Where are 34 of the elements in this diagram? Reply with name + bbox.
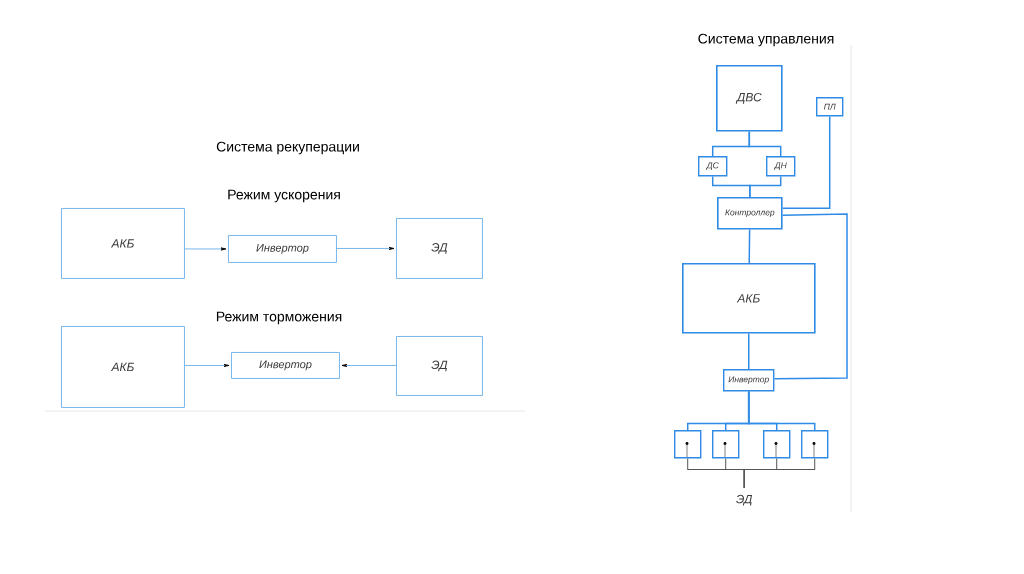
block-box: ЭД <box>396 218 483 279</box>
motor-box <box>801 430 829 459</box>
arrow <box>341 363 397 367</box>
heading: Режим ускорения <box>228 189 340 203</box>
connector-line <box>747 390 816 431</box>
connector-line <box>747 332 750 370</box>
connector-line <box>743 457 816 489</box>
heading: Режим торможения <box>216 311 342 325</box>
block-box: ЭД <box>396 336 483 396</box>
motor-label: ЭД <box>736 494 753 506</box>
heading: Система управления <box>698 33 834 47</box>
motor-box <box>674 430 702 459</box>
arrow <box>184 247 227 251</box>
block-box: АКБ <box>61 208 185 279</box>
block-box: Контроллер <box>717 197 783 230</box>
motor-box <box>712 430 740 459</box>
block-box: Инвертор <box>228 235 337 263</box>
block-box: ПЛ <box>816 97 844 117</box>
connector-line <box>748 130 782 157</box>
block-box: ДС <box>698 156 728 177</box>
arrow <box>184 363 230 367</box>
block-box: ДН <box>766 156 796 177</box>
block-box: Инвертор <box>723 369 775 392</box>
block-box: ДВС <box>716 65 783 132</box>
connector-line <box>748 228 751 264</box>
block-box: АКБ <box>61 326 185 408</box>
heading: Система рекуперации <box>216 141 359 155</box>
connector-line <box>749 175 782 198</box>
motor-box <box>763 430 791 459</box>
arrow <box>336 246 395 250</box>
block-box: АКБ <box>682 263 816 334</box>
connector-line <box>781 115 831 210</box>
block-box: Инвертор <box>231 352 340 379</box>
connector-line <box>773 213 848 380</box>
